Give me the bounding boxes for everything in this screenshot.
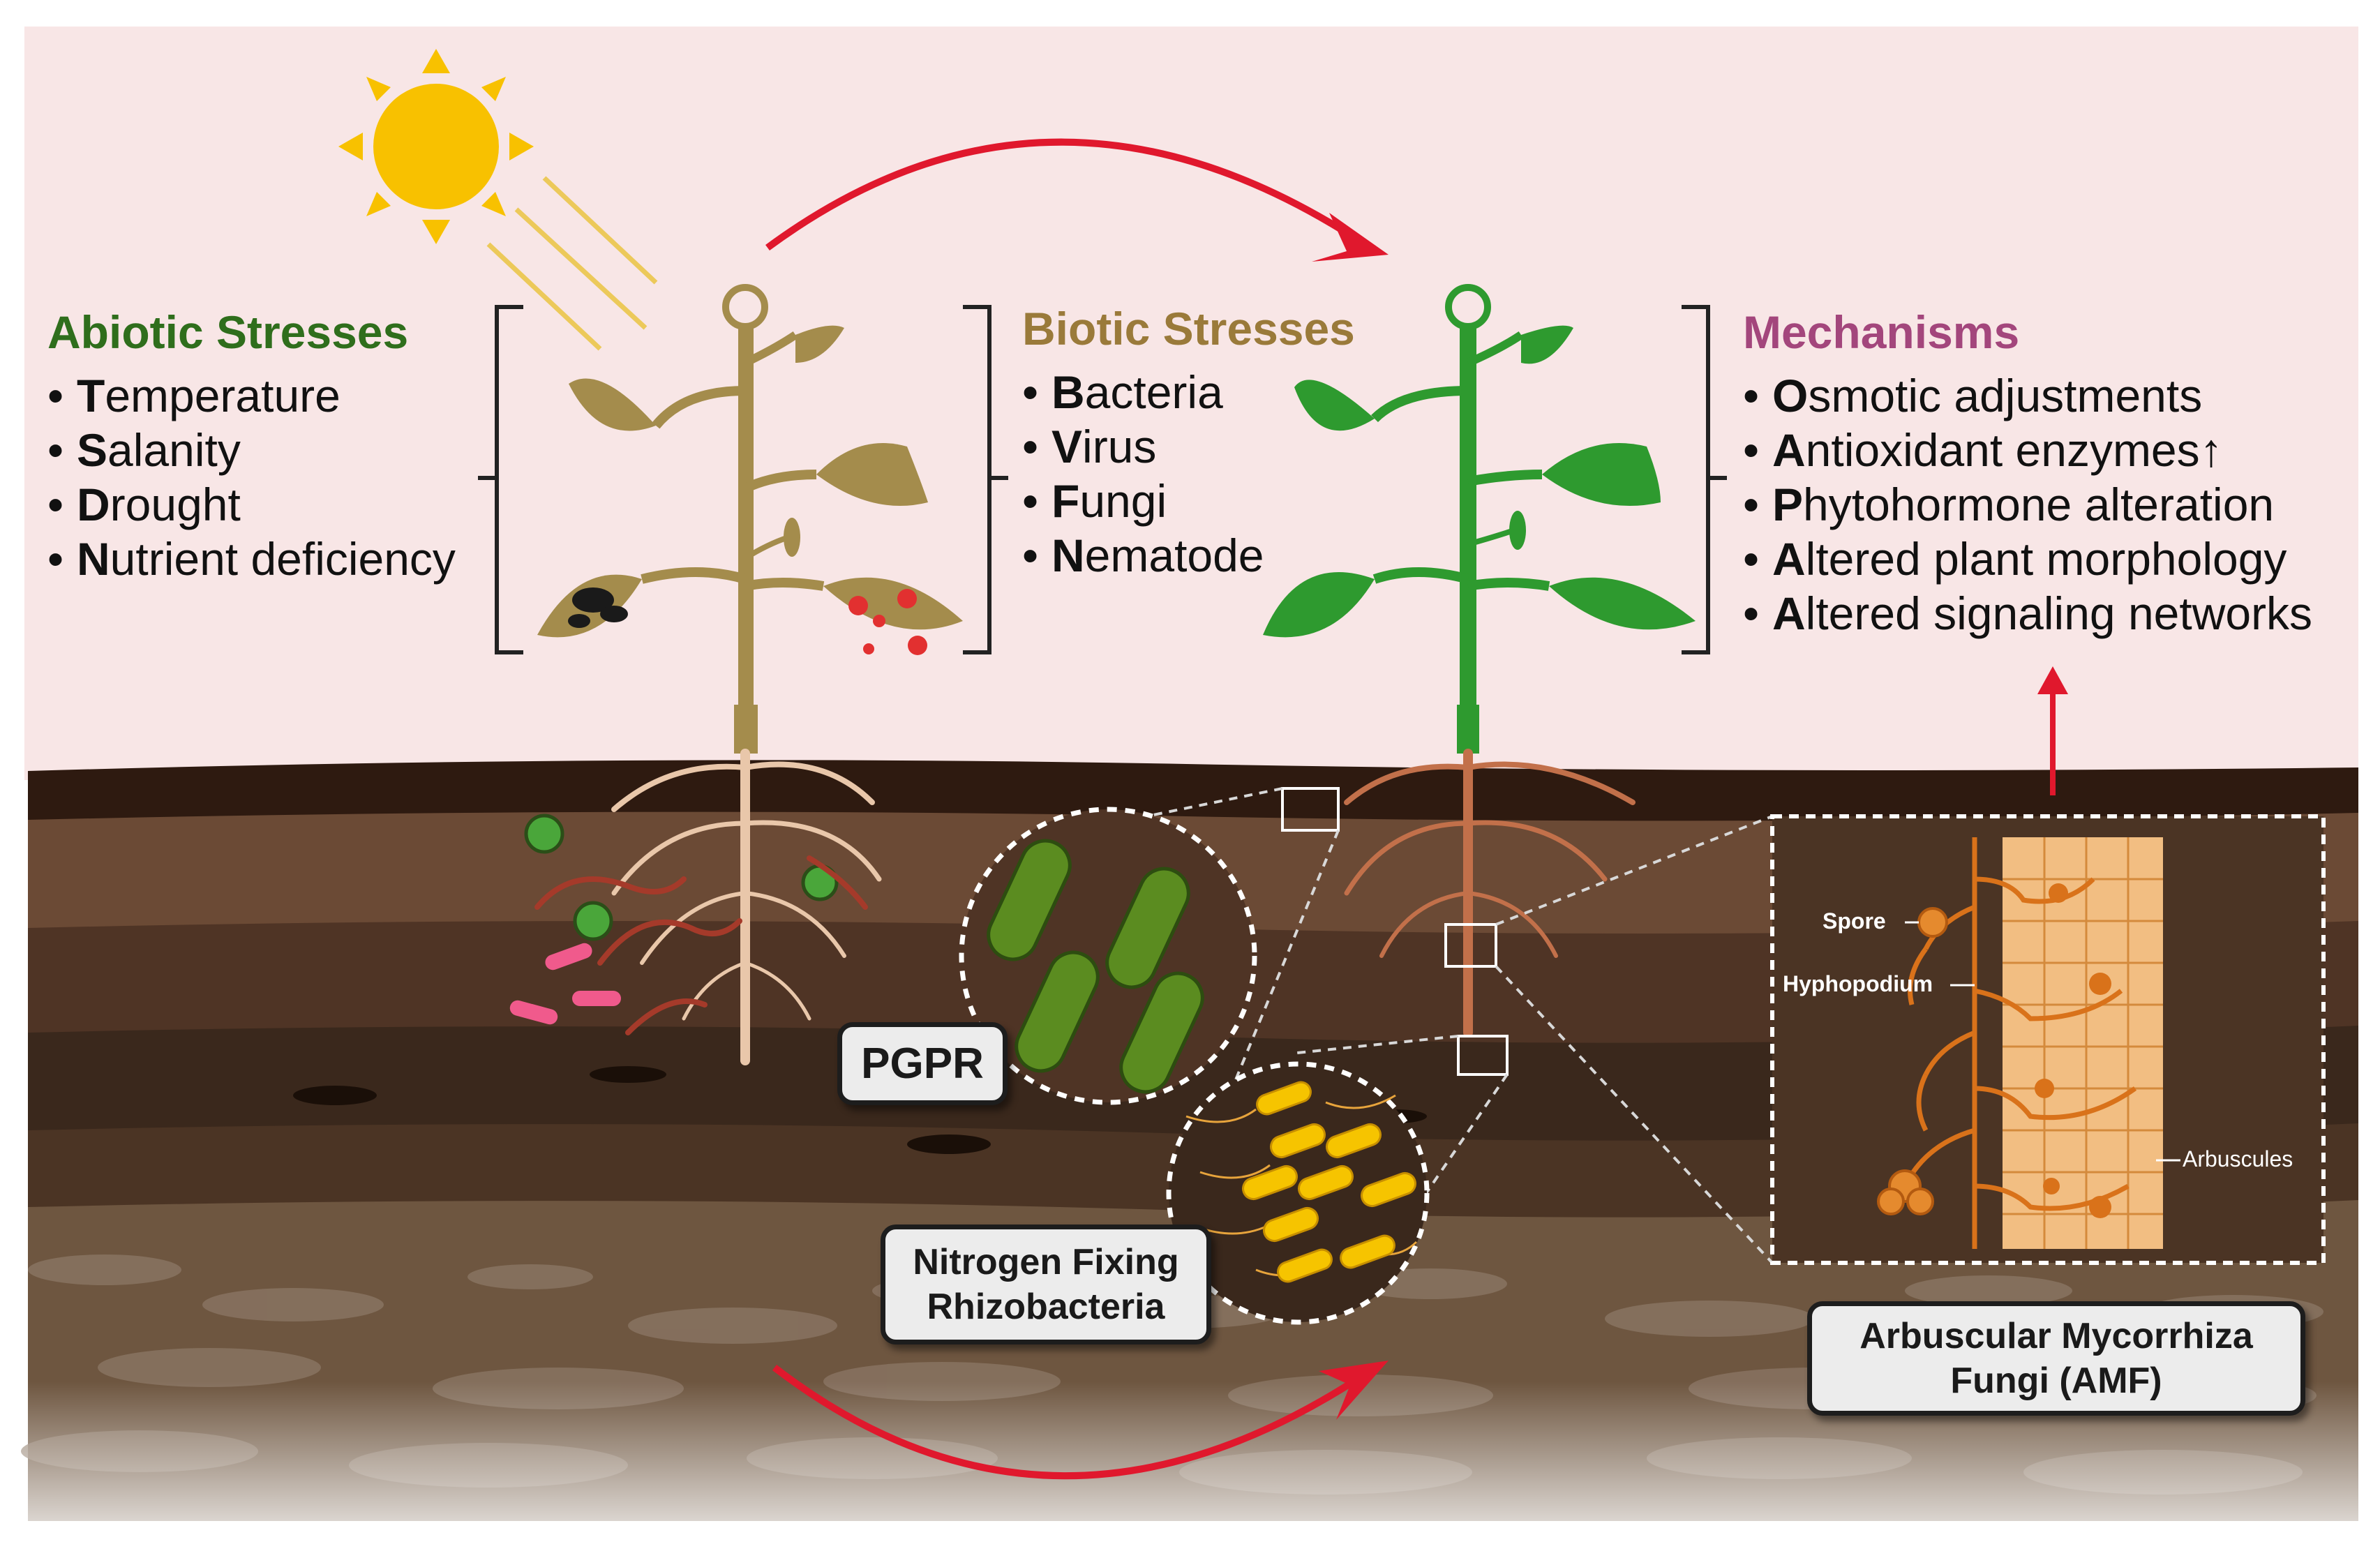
nitrogen-zoom-circle [1166,1061,1430,1325]
bottom-red-arrow [772,1365,1356,1480]
bottom-arrowhead-icon [1319,1361,1389,1420]
pgpr-label: PGPR [837,1022,1008,1105]
sun-icon [338,49,658,351]
bracket-right-2 [1682,305,1727,654]
up-arrowhead-icon [2037,666,2068,694]
pgpr-zoom-circle [959,807,1257,1105]
top-red-arrow [765,138,1356,251]
nitrogen-fixing-label: Nitrogen Fixing Rhizobacteria [881,1224,1211,1344]
stressed-roots [611,749,882,1065]
hyphopodium-label: Hyphopodium [1783,971,1933,996]
biotic-heading: Biotic Stresses [1022,303,1355,354]
spore-icon [1917,907,1948,938]
amf-label: Arbuscular Mycorrhiza Fungi (AMF) [1807,1301,2305,1416]
bracket-left-1 [478,305,523,654]
arbuscules-label: Arbuscules [2183,1146,2293,1171]
spore-label: Spore [1823,908,1886,934]
abiotic-heading: Abiotic Stresses [47,306,409,358]
spore-cluster-icon [1877,1169,1934,1215]
stressed-plant [537,284,963,754]
bracket-right-1 [963,305,1008,654]
root-zoom-boxes [1281,787,1509,1076]
amf-inset [1770,814,2326,1265]
mechanisms-heading: Mechanisms [1743,306,2020,358]
top-arrowhead-icon [1312,213,1389,262]
soil-pathogens [509,814,868,1035]
healthy-plant [1263,284,1696,754]
healthy-roots [1344,749,1636,1038]
